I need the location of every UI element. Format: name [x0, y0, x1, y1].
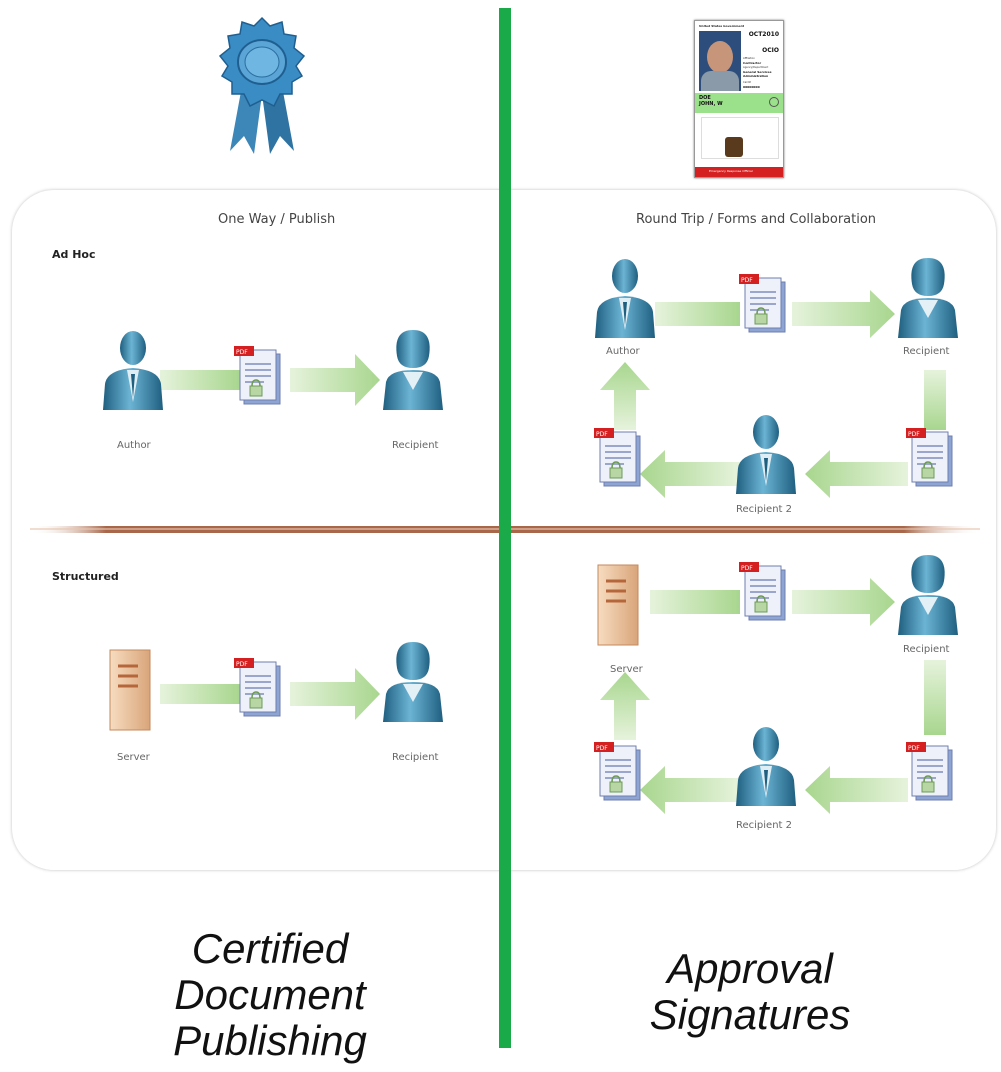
award-ribbon-icon	[218, 16, 306, 154]
id-card: United States Government OCT2010 OCIO Af…	[694, 20, 784, 178]
id-card-name-band	[695, 93, 783, 113]
structured-label: Structured	[52, 570, 119, 583]
pdf-badge: PDF	[236, 661, 248, 668]
pdf-badge: PDF	[908, 431, 920, 438]
flow-arrow	[924, 660, 946, 735]
flow-arrow	[600, 362, 650, 430]
server-icon	[108, 648, 152, 732]
flow-arrow	[805, 450, 908, 498]
flow-arrow	[640, 450, 740, 498]
id-card-first-name: JOHN, W	[699, 101, 723, 107]
top-loop-end-label: Recipient	[903, 346, 950, 357]
bottom-loop-middle-label: Recipient 2	[736, 820, 793, 831]
ad-hoc-label: Ad Hoc	[52, 248, 96, 261]
id-card-org: General Services Administration	[743, 70, 772, 78]
id-card-seal-icon	[769, 97, 779, 107]
recipient-person-icon	[898, 555, 958, 635]
ad-hoc-receiver-label: Recipient	[392, 440, 439, 451]
right-caption: Approval Signatures	[600, 946, 900, 1038]
id-card-affiliation-label: Affiliation	[743, 57, 755, 60]
round-trip-flow: PDF PDF PDF PDF PDF PDF	[593, 258, 958, 814]
flow-arrow	[924, 370, 946, 430]
pdf-badge: PDF	[236, 349, 248, 356]
structured-receiver-label: Recipient	[392, 752, 439, 763]
server-icon	[596, 563, 640, 647]
id-card-org-label: Agency/Department	[743, 66, 769, 69]
right-caption-line: Signatures	[649, 991, 851, 1038]
ad-hoc-sender-label: Author	[117, 440, 151, 451]
id-card-agency: OCIO	[762, 47, 779, 54]
pdf-badge: PDF	[596, 745, 608, 752]
top-loop-middle-label: Recipient 2	[736, 504, 793, 515]
flow-arrow	[290, 668, 380, 720]
flow-arrow	[650, 590, 740, 614]
flow-arrow	[290, 354, 380, 406]
pdf-badge: PDF	[741, 277, 753, 284]
pdf-badge: PDF	[596, 431, 608, 438]
flow-arrow	[600, 672, 650, 740]
left-column-heading: One Way / Publish	[218, 212, 336, 227]
ad-hoc-flow: PDF PDF	[103, 330, 443, 732]
pdf-badge: PDF	[741, 565, 753, 572]
id-card-affiliation: Contractor	[743, 61, 762, 65]
id-card-role-band	[695, 167, 783, 177]
top-loop-start-label: Author	[606, 346, 640, 357]
id-card-role: Emergency Response Official	[709, 169, 753, 173]
id-card-expiry: OCT2010	[748, 31, 779, 38]
pdf-badge: PDF	[908, 745, 920, 752]
recipient-person-icon	[898, 258, 958, 338]
right-caption-line: Approval	[667, 945, 833, 992]
id-card-photo	[699, 31, 741, 91]
structured-sender-label: Server	[117, 752, 150, 763]
bottom-loop-end-label: Recipient	[903, 644, 950, 655]
left-caption-line: Document	[174, 971, 366, 1018]
flow-arrow	[792, 578, 895, 626]
left-caption-line: Publishing	[173, 1017, 367, 1064]
id-card-number-label: Card#	[743, 81, 751, 84]
right-column-heading: Round Trip / Forms and Collaboration	[636, 212, 877, 227]
flow-arrow	[160, 684, 240, 704]
left-caption-line: Certified	[191, 925, 349, 972]
id-card-number: 00000000	[743, 85, 760, 89]
id-card-last-name: DOE	[699, 95, 711, 101]
id-card-chip-icon	[725, 137, 743, 157]
vertical-divider	[499, 8, 511, 1048]
author-person-icon	[595, 259, 655, 338]
author-person-icon	[103, 331, 163, 410]
recipient-person-icon	[383, 330, 443, 410]
recipient-person-icon	[383, 642, 443, 722]
bottom-loop-start-label: Server	[610, 664, 643, 675]
flow-arrow	[160, 370, 240, 390]
recipient-2-person-icon	[736, 415, 796, 494]
left-caption: Certified Document Publishing	[120, 926, 420, 1064]
flow-arrow	[805, 766, 908, 814]
id-card-lower-area	[701, 117, 779, 159]
flow-arrow	[792, 290, 895, 338]
id-card-issuer: United States Government	[699, 24, 745, 28]
flow-arrow	[640, 766, 740, 814]
flow-arrow	[655, 302, 740, 326]
recipient-2-person-icon	[736, 727, 796, 806]
